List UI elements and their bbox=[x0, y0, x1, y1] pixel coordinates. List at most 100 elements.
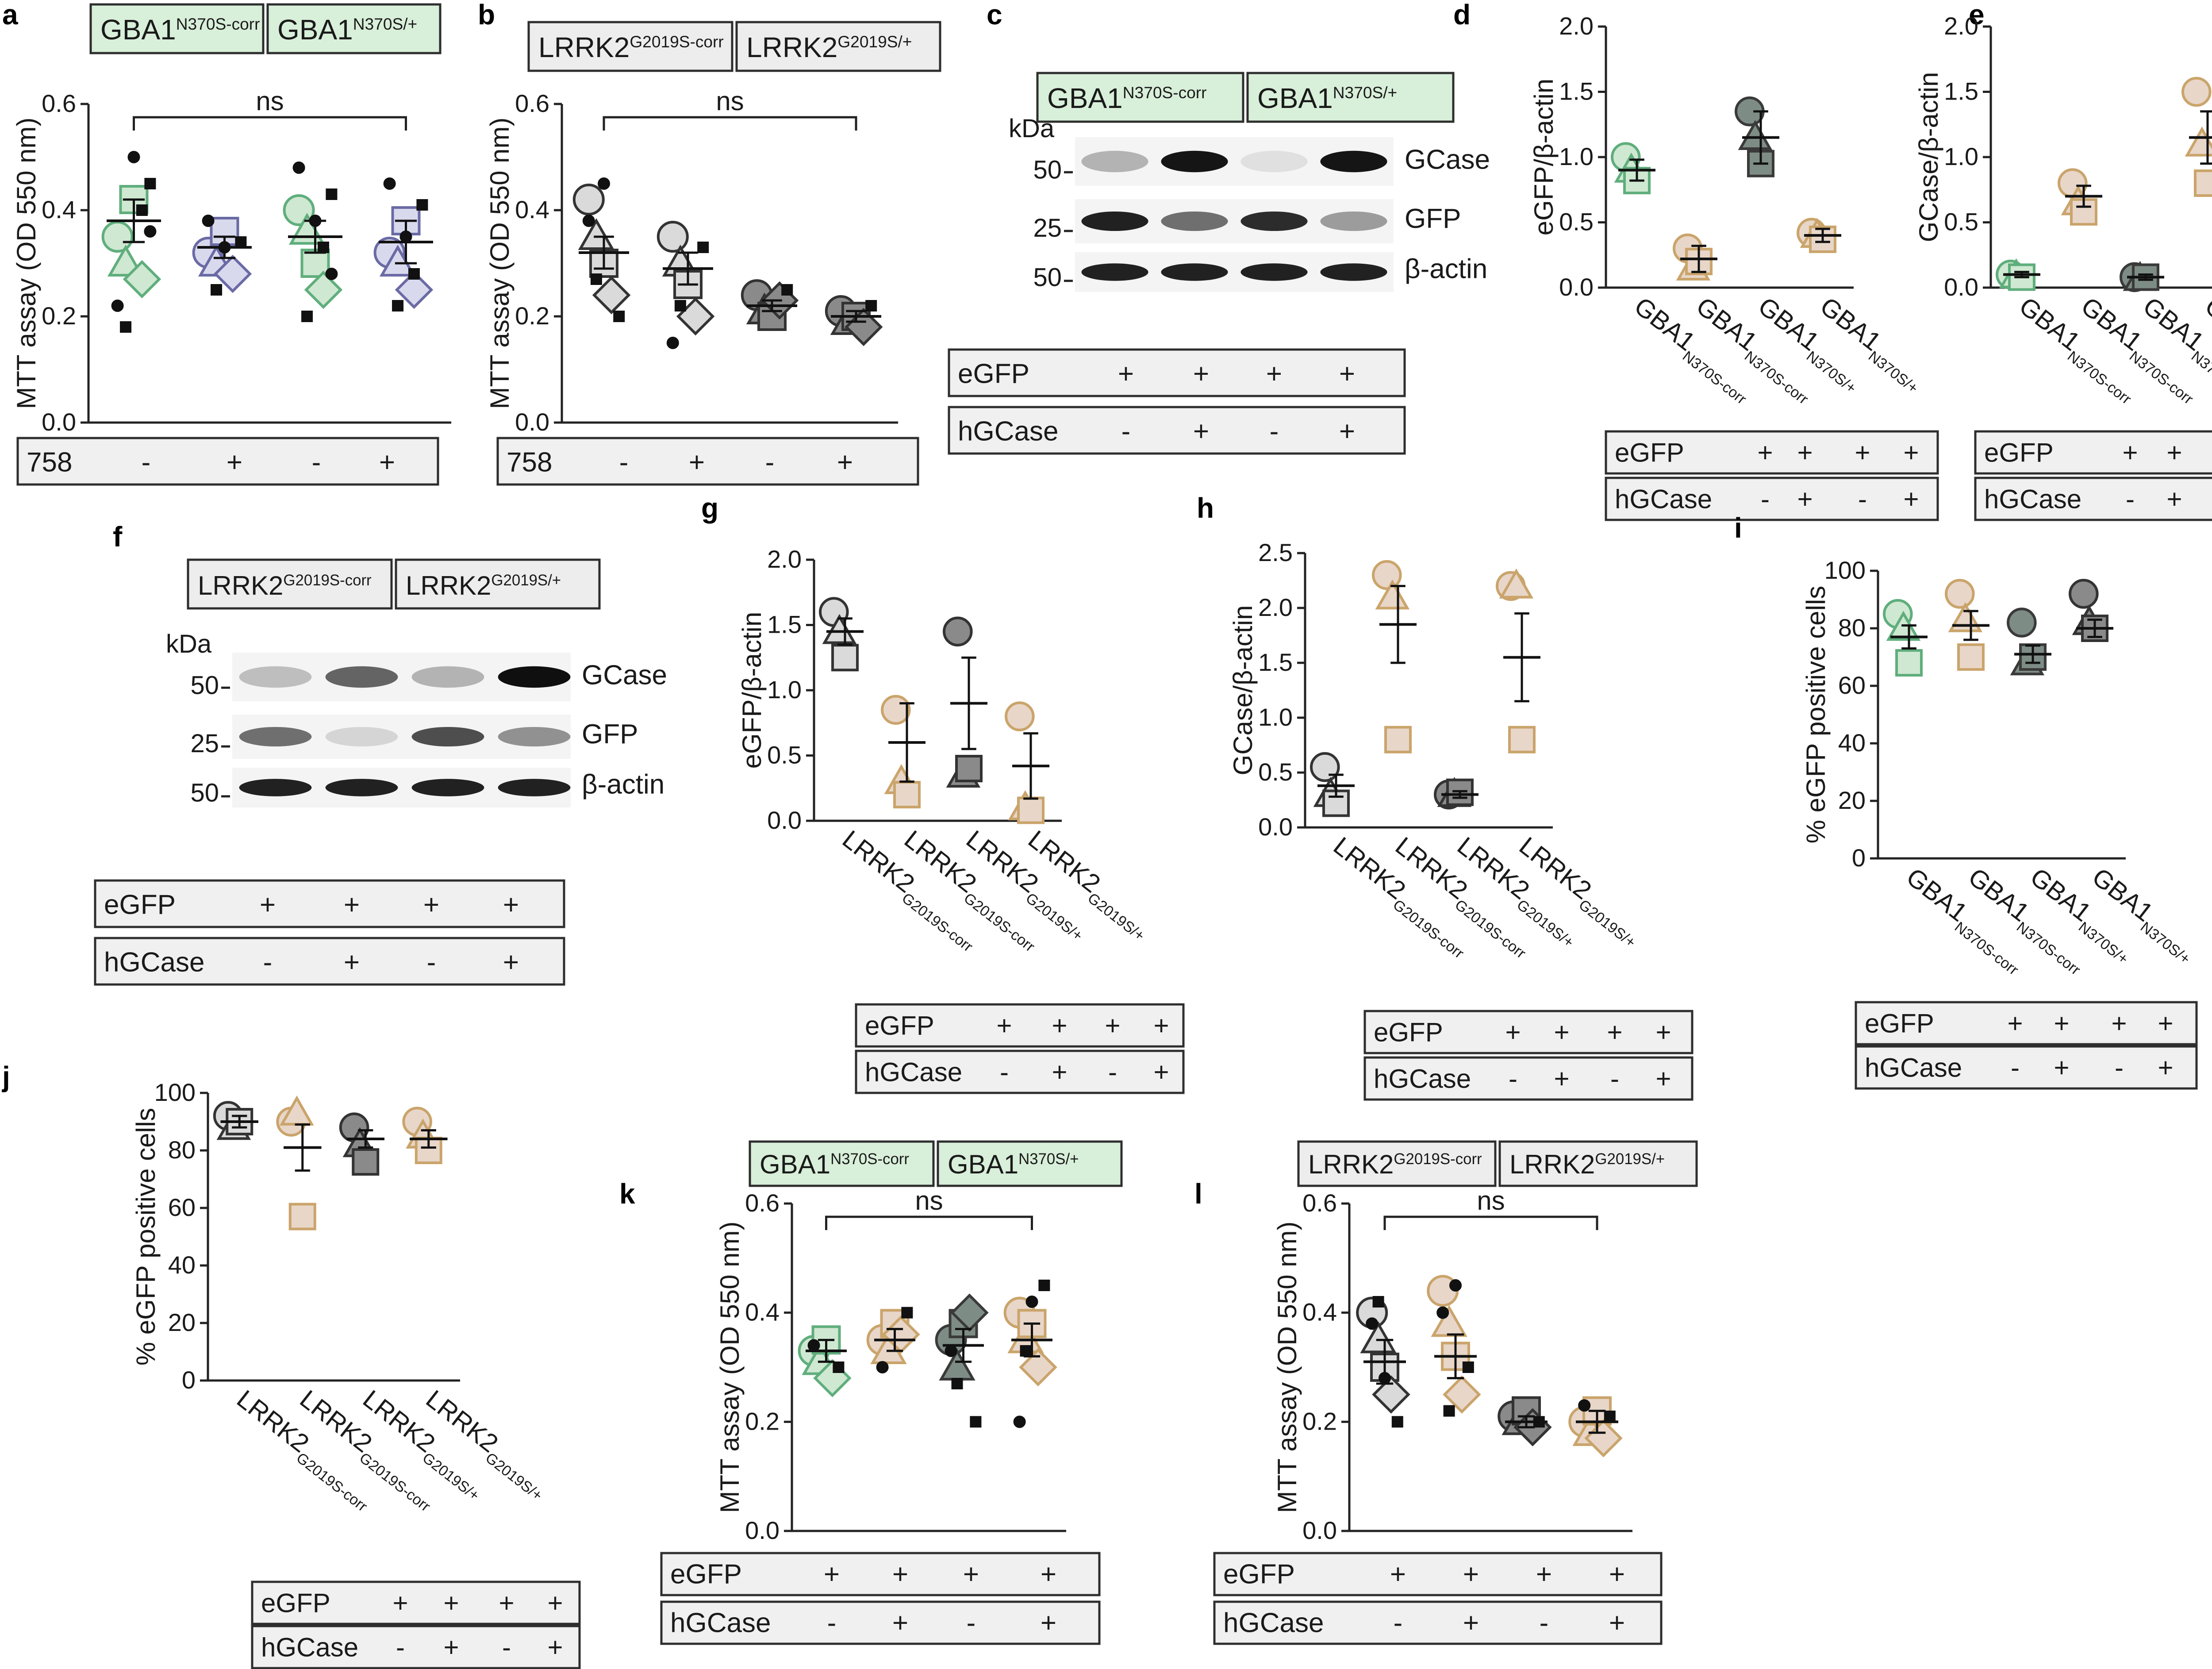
data-point bbox=[2069, 579, 2099, 609]
treatment-label: eGFP bbox=[261, 1588, 330, 1618]
treatment-sign: + bbox=[2158, 1053, 2173, 1082]
treatment-box bbox=[251, 1581, 581, 1625]
treatment-sign: + bbox=[1463, 1607, 1479, 1638]
treatment-sign: - bbox=[1121, 416, 1131, 447]
y-tick-label: 2.0 bbox=[1944, 12, 1978, 40]
data-point bbox=[955, 755, 983, 782]
treatment-box bbox=[1213, 1600, 1663, 1645]
y-tick-label: 0 bbox=[182, 1366, 196, 1394]
x-tick-label: LRRK2G2019S/+ bbox=[417, 1384, 557, 1504]
y-tick-label: 0.0 bbox=[515, 408, 549, 436]
data-point bbox=[301, 311, 313, 322]
data-point bbox=[202, 215, 215, 227]
treatment-sign: + bbox=[1554, 1064, 1569, 1093]
treatment-sign: + bbox=[1052, 1057, 1067, 1087]
banner-box bbox=[1246, 72, 1455, 123]
x-tick-label-sup: N370S-corr bbox=[1741, 348, 1811, 408]
blot-band bbox=[411, 727, 484, 746]
banner-sup: N370S-corr bbox=[176, 15, 260, 33]
treatment-box bbox=[1855, 1045, 2198, 1090]
treatment-label: 758 bbox=[27, 447, 72, 478]
treatment-sign: - bbox=[1509, 1064, 1517, 1093]
treatment-sign: + bbox=[1757, 438, 1773, 467]
y-axis-label: GCase/β-actin bbox=[1914, 72, 1943, 242]
blot-row-label: GCase bbox=[1405, 145, 1490, 175]
treatment-sign: + bbox=[2054, 1008, 2069, 1038]
data-point bbox=[2194, 169, 2212, 197]
treatment-sign: - bbox=[967, 1607, 976, 1638]
data-point bbox=[1360, 1321, 1397, 1354]
treatment-label: eGFP bbox=[1984, 438, 2054, 467]
blot-row-label: GCase bbox=[582, 660, 667, 691]
y-tick-label: 100 bbox=[1824, 556, 1866, 584]
blot-band bbox=[1320, 150, 1387, 173]
x-tick-label-base: LRRK2 bbox=[1328, 831, 1411, 905]
treatment-row-r758: 758-+-+ bbox=[16, 437, 439, 486]
data-point bbox=[831, 644, 859, 672]
y-tick-label: 20 bbox=[168, 1308, 196, 1336]
x-tick-label-base: LRRK2 bbox=[421, 1384, 503, 1458]
chart-panel-d: 0.00.51.01.52.0eGFP/β-actinGBA1N370S-cor… bbox=[1529, 12, 1921, 408]
treatment-sign: + bbox=[227, 447, 242, 478]
x-tick-label-base: GBA1 bbox=[2087, 862, 2158, 927]
treatment-sign: - bbox=[2126, 484, 2135, 514]
treatment-box bbox=[496, 437, 919, 486]
significance-bracket bbox=[825, 1215, 1033, 1230]
treatment-sign: + bbox=[2158, 1008, 2173, 1038]
treatment-label: eGFP bbox=[1374, 1017, 1443, 1047]
treatment-label: hGCase bbox=[261, 1632, 358, 1662]
blot-band bbox=[1240, 263, 1308, 281]
y-tick-label: 80 bbox=[168, 1136, 196, 1164]
treatment-label: 758 bbox=[507, 447, 552, 478]
data-point bbox=[1391, 1416, 1403, 1428]
data-point bbox=[416, 199, 428, 211]
y-tick-label: 0.6 bbox=[1302, 1189, 1337, 1217]
treatment-sign: + bbox=[392, 1588, 408, 1618]
y-tick-label: 1.5 bbox=[1258, 648, 1293, 676]
treatment-box bbox=[251, 1625, 581, 1669]
significance-bracket bbox=[1383, 1215, 1598, 1230]
banner-base: GBA1 bbox=[277, 14, 353, 46]
treatment-sign: - bbox=[2011, 1053, 2020, 1082]
banner-sup: G2019S-corr bbox=[630, 32, 723, 51]
treatment-box bbox=[948, 406, 1406, 455]
treatment-sign: + bbox=[1505, 1017, 1521, 1047]
treatment-sign: + bbox=[2166, 438, 2182, 467]
y-tick-label: 0.6 bbox=[515, 89, 549, 117]
treatment-sign: + bbox=[963, 1559, 979, 1589]
treatment-sign: - bbox=[396, 1632, 405, 1662]
y-tick-label: 2.0 bbox=[1559, 12, 1594, 40]
treatment-box bbox=[855, 1003, 1185, 1048]
blot-band bbox=[1320, 263, 1387, 281]
treatment-sign: + bbox=[1041, 1607, 1056, 1638]
treatment-label: eGFP bbox=[104, 890, 176, 920]
banner-base: GBA1 bbox=[948, 1150, 1018, 1179]
y-tick-label: 0.2 bbox=[745, 1407, 780, 1435]
data-point bbox=[408, 268, 420, 280]
data-point bbox=[1005, 701, 1035, 731]
data-point bbox=[1038, 1280, 1050, 1291]
x-tick-label-sup: G2019S/+ bbox=[1084, 890, 1148, 944]
treatment-sign: + bbox=[1797, 484, 1813, 514]
banner-sup: N370S/+ bbox=[353, 15, 417, 33]
y-tick-label: 0.6 bbox=[42, 89, 76, 117]
y-tick-label: 1.0 bbox=[1258, 703, 1293, 731]
treatment-sign: - bbox=[1540, 1607, 1549, 1638]
banner-sup: N370S-corr bbox=[830, 1150, 909, 1168]
treatment-sign: - bbox=[1394, 1607, 1403, 1638]
banner-base: GBA1 bbox=[1257, 82, 1333, 114]
data-point bbox=[901, 1307, 913, 1319]
treatment-sign: - bbox=[765, 447, 775, 478]
treatment-sign: + bbox=[892, 1559, 908, 1589]
treatment-sign: + bbox=[1903, 438, 1919, 467]
banner-base: LRRK2 bbox=[1308, 1150, 1394, 1179]
y-tick-label: 0.0 bbox=[745, 1516, 780, 1544]
data-point bbox=[1017, 796, 1045, 824]
y-axis-label: MTT assay (OD 550 nm) bbox=[12, 117, 41, 409]
treatment-sign: - bbox=[1858, 484, 1867, 514]
treatment-sign: + bbox=[837, 447, 853, 478]
banner-label: LRRK2G2019S-corr bbox=[538, 31, 724, 63]
